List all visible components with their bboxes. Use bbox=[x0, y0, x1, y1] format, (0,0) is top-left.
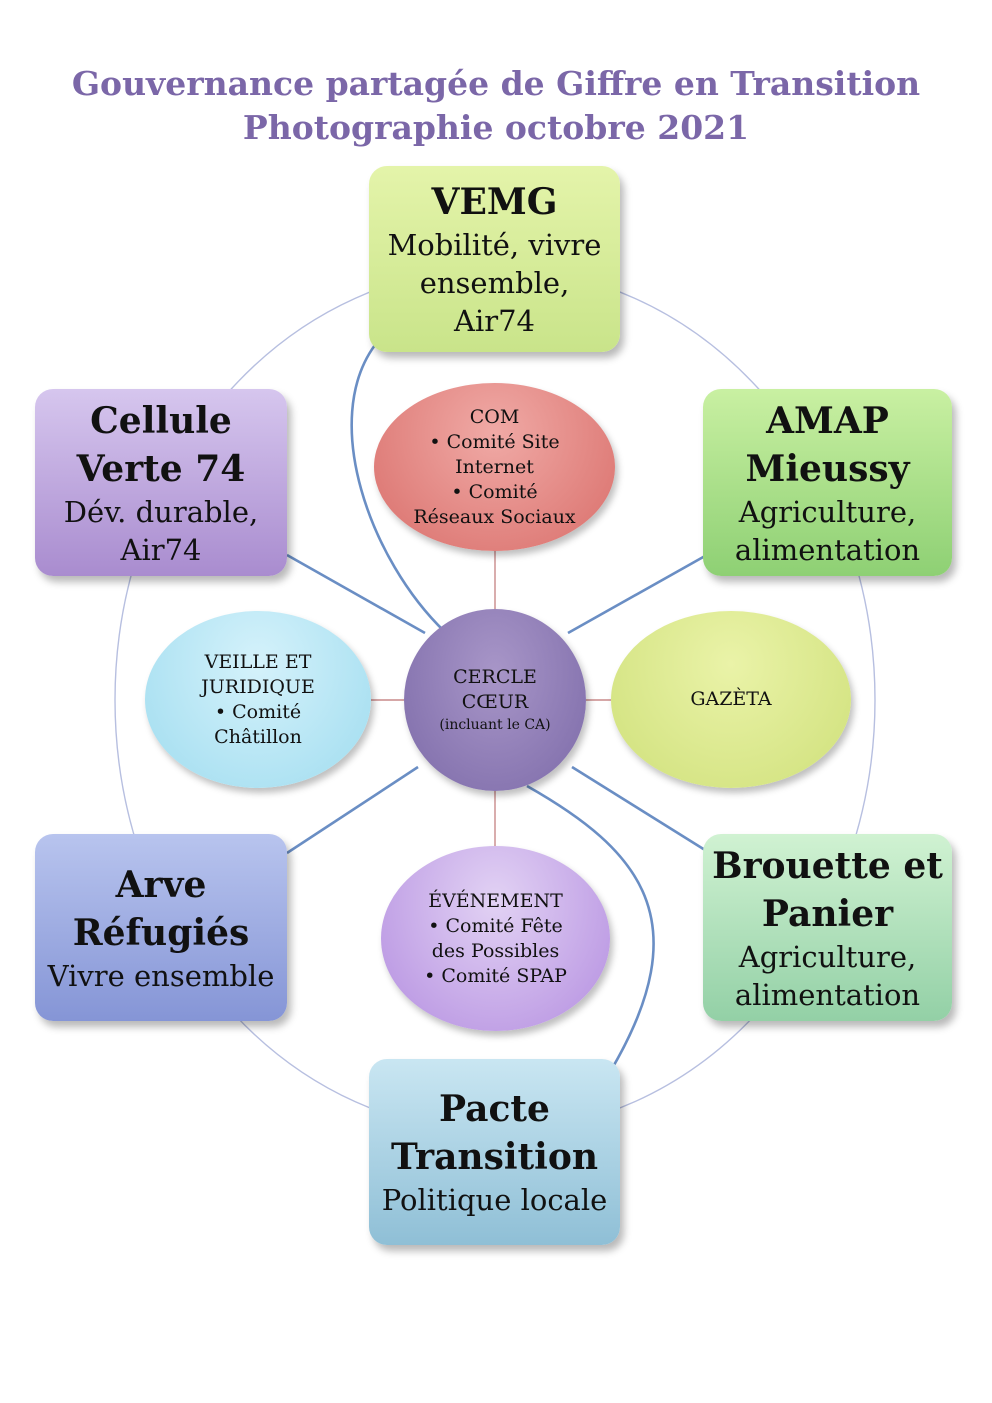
link-core-cellule bbox=[286, 553, 426, 635]
commission-com: COM • Comité Site Internet • Comité Rése… bbox=[374, 383, 615, 551]
commission-gazeta: GAZÈTA bbox=[611, 611, 851, 788]
circle-arve: Arve Réfugiés Vivre ensemble bbox=[35, 834, 287, 1021]
commission-evenement-line: • Comité Fête bbox=[428, 914, 563, 937]
commission-com-line: COM bbox=[469, 405, 520, 428]
circle-vemg-subtitle: Mobilité, vivre ensemble, Air74 bbox=[387, 228, 602, 338]
circle-pacte-title: Pacte Transition bbox=[390, 1088, 599, 1178]
circle-pacte: Pacte Transition Politique locale bbox=[369, 1059, 620, 1245]
circle-brouette-subtitle: Agriculture, alimentation bbox=[734, 939, 921, 1012]
circle-cellule-title: Cellule Verte 74 bbox=[76, 399, 246, 490]
circle-vemg: VEMG Mobilité, vivre ensemble, Air74 bbox=[369, 166, 620, 352]
commission-veille-line: Châtillon bbox=[214, 725, 302, 748]
link-core-brouette bbox=[571, 765, 706, 852]
commission-evenement-line: • Comité SPAP bbox=[424, 964, 567, 987]
commission-gazeta-line: GAZÈTA bbox=[690, 688, 772, 710]
link-core-pacte bbox=[526, 784, 655, 1073]
circle-brouette: Brouette et Panier Agriculture, alimenta… bbox=[703, 834, 952, 1021]
link-core-vemg bbox=[350, 344, 446, 633]
circle-pacte-subtitle: Politique locale bbox=[381, 1183, 608, 1217]
diagram-title: Gouvernance partagée de Giffre en Transi… bbox=[71, 64, 921, 103]
circle-amap-subtitle: Agriculture, alimentation bbox=[734, 494, 921, 567]
commission-veille: VEILLE ET JURIDIQUE • Comité Châtillon bbox=[145, 611, 371, 788]
commission-com-line: Internet bbox=[455, 455, 534, 478]
commission-evenement: ÉVÉNEMENT • Comité Fête des Possibles • … bbox=[381, 846, 610, 1031]
commission-com-line: • Comité bbox=[451, 480, 538, 503]
circle-cellule-subtitle: Dév. durable, Air74 bbox=[63, 494, 259, 567]
commission-veille-line: • Comité bbox=[214, 700, 302, 723]
circle-brouette-title: Brouette et Panier bbox=[712, 844, 943, 935]
link-core-amap bbox=[567, 554, 706, 635]
commission-evenement-line: ÉVÉNEMENT bbox=[428, 889, 563, 912]
commission-veille-line: JURIDIQUE bbox=[201, 675, 315, 698]
circle-amap: AMAP Mieussy Agriculture, alimentation bbox=[703, 389, 952, 576]
commission-evenement-line: des Possibles bbox=[431, 939, 560, 962]
circle-arve-title: Arve Réfugiés bbox=[72, 863, 250, 954]
diagram-subtitle: Photographie octobre 2021 bbox=[242, 108, 750, 147]
core-line: CERCLE bbox=[453, 666, 537, 688]
circle-cellule-verte: Cellule Verte 74 Dév. durable, Air74 bbox=[35, 389, 287, 576]
commission-veille-line: VEILLE ET bbox=[204, 650, 312, 673]
core-line: CŒUR bbox=[461, 691, 529, 713]
commission-com-line: Réseaux Sociaux bbox=[413, 505, 576, 528]
commission-com-line: • Comité Site bbox=[429, 430, 560, 453]
circle-arve-subtitle: Vivre ensemble bbox=[47, 958, 275, 993]
link-core-arve bbox=[286, 765, 419, 855]
core-note: (incluant le CA) bbox=[439, 717, 551, 733]
core-circle: CERCLE CŒUR (incluant le CA) bbox=[404, 609, 586, 791]
circle-vemg-title: VEMG bbox=[431, 181, 558, 223]
circle-amap-title: AMAP Mieussy bbox=[745, 399, 910, 490]
